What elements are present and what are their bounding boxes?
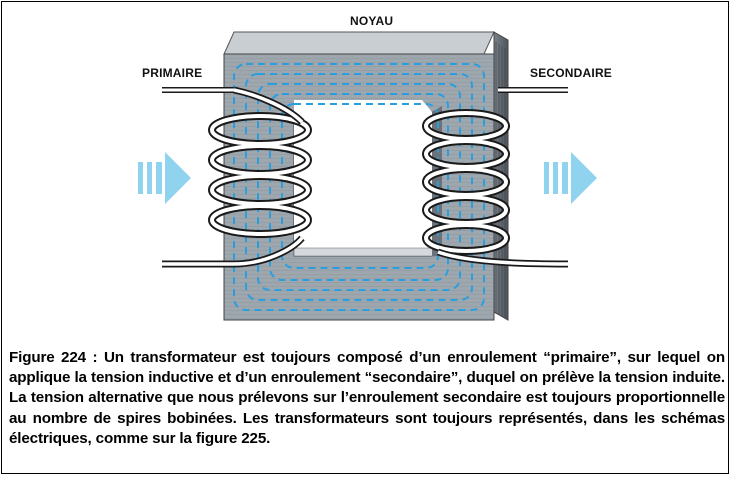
input-arrow-icon: [138, 152, 191, 204]
primary-coil: [162, 86, 312, 268]
magnetic-flux-lines: [233, 63, 485, 311]
primary-winding-label: PRIMAIRE: [142, 66, 203, 80]
transformer-diagram: NOYAU PRIMAIRE SECONDAIRE: [2, 2, 730, 338]
core-label: NOYAU: [350, 14, 394, 28]
secondary-coil: [422, 87, 569, 268]
figure-caption: Figure 224 : Un transformateur est toujo…: [9, 349, 725, 447]
transformer-illustration: [138, 31, 597, 321]
secondary-winding-label: SECONDAIRE: [530, 66, 613, 80]
output-arrow-icon: [544, 152, 597, 204]
